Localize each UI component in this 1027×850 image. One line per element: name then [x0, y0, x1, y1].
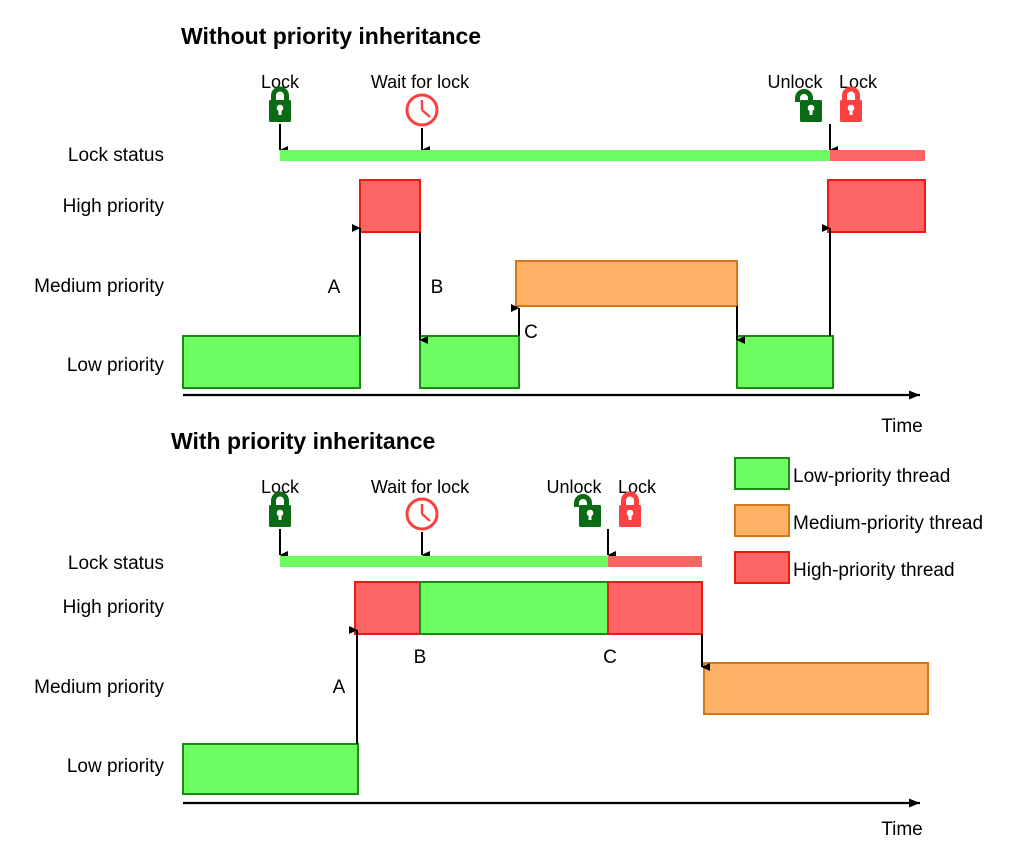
row-label-high-priority: High priority — [63, 597, 165, 618]
bar-medium-priority — [515, 260, 738, 307]
event-label-unlock: Unlock — [767, 72, 823, 92]
bar-low-priority — [419, 335, 520, 389]
row-label-medium-priority: Medium priority — [34, 677, 164, 698]
transition-label-b: B — [431, 277, 444, 298]
row-label-low-priority: Low priority — [67, 355, 165, 376]
event-lock-1: Lock — [261, 72, 300, 154]
open-padlock-icon — [795, 89, 822, 122]
page-title-without: Without priority inheritance — [181, 23, 481, 49]
transition-label-b: B — [414, 647, 427, 668]
legend-label-high: High-priority thread — [793, 560, 955, 581]
lock-status-segment-low — [280, 150, 830, 161]
event-wait-for-lock-2: Wait for lock — [371, 477, 470, 559]
event-label-lock: Lock — [261, 72, 300, 92]
event-lock-2: Lock — [261, 477, 300, 559]
lock-status-segment-low — [280, 556, 608, 567]
bar-high-priority — [607, 581, 703, 635]
event-unlock-1: Unlock — [767, 72, 824, 122]
bar-high-priority — [359, 179, 421, 233]
bar-high-priority — [827, 179, 926, 233]
row-label-high-priority: High priority — [63, 196, 165, 217]
event-unlock-2: Unlock — [546, 477, 603, 527]
legend-item-high: High-priority thread — [734, 551, 955, 584]
lock-status-segment-high — [608, 556, 702, 567]
transition-label-c: C — [524, 322, 538, 343]
closed-padlock-icon — [840, 86, 862, 122]
event-wait-for-lock-1: Wait for lock — [371, 72, 470, 154]
row-label-lock-status: Lock status — [68, 553, 164, 574]
row-label-low-priority: Low priority — [67, 756, 165, 777]
event-label-lock: Lock — [261, 477, 300, 497]
bar-low-priority — [182, 335, 361, 389]
bar-low-priority-inherited — [419, 581, 609, 635]
closed-padlock-icon — [619, 491, 641, 527]
bar-medium-priority — [703, 662, 929, 715]
open-padlock-icon — [574, 494, 601, 527]
transition-label-c: C — [603, 647, 617, 668]
bar-low-priority — [736, 335, 834, 389]
clock-icon — [405, 497, 439, 531]
event-label-wait-for-lock: Wait for lock — [371, 477, 470, 497]
legend-item-low: Low-priority thread — [734, 457, 950, 490]
legend-swatch-low — [734, 457, 790, 490]
legend: Low-priority thread Medium-priority thre… — [734, 457, 983, 584]
bar-low-priority — [182, 743, 359, 795]
transition-label-a: A — [333, 677, 346, 698]
bar-high-priority — [354, 581, 421, 635]
time-axis-label: Time — [881, 416, 923, 437]
legend-swatch-high — [734, 551, 790, 584]
clock-icon — [405, 93, 439, 127]
legend-swatch-medium — [734, 504, 790, 537]
event-label-wait-for-lock: Wait for lock — [371, 72, 470, 92]
event-lock-red-1: Lock — [839, 72, 878, 122]
legend-item-medium: Medium-priority thread — [734, 504, 983, 537]
row-label-medium-priority: Medium priority — [34, 276, 164, 297]
legend-label-medium: Medium-priority thread — [793, 513, 983, 534]
row-label-lock-status: Lock status — [68, 145, 164, 166]
closed-padlock-icon — [269, 86, 291, 122]
event-label-unlock: Unlock — [546, 477, 602, 497]
closed-padlock-icon — [269, 491, 291, 527]
page-title-with: With priority inheritance — [171, 428, 435, 454]
event-lock-red-2: Lock — [618, 477, 657, 527]
legend-label-low: Low-priority thread — [793, 466, 950, 487]
transition-label-a: A — [328, 277, 341, 298]
time-axis-label: Time — [881, 819, 923, 840]
lock-status-segment-high — [830, 150, 925, 161]
